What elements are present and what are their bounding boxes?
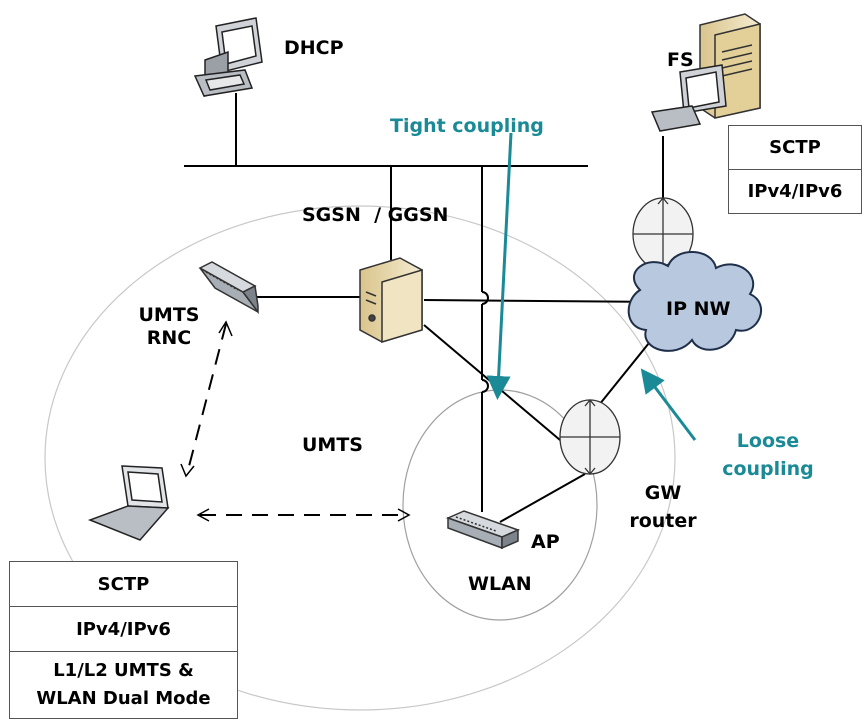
gw-router-label: GW router xyxy=(628,482,698,533)
terminal-stack-l1l2-line1: L1/L2 UMTS & xyxy=(53,660,194,681)
loose-coupling-label-line1: Loose xyxy=(736,430,800,452)
dhcp-label: DHCP xyxy=(284,37,344,59)
umts-rnc-label-line1: UMTS xyxy=(138,304,200,326)
wireless-links xyxy=(186,323,407,516)
umts-rnc-label: UMTS RNC xyxy=(136,304,202,350)
umts-rnc-switch-icon xyxy=(198,261,259,315)
sgsn-ggsn-label: SGSN / GGSN xyxy=(302,204,449,226)
ap-label: AP xyxy=(531,531,560,553)
terminal-stack-l1l2-line2: WLAN Dual Mode xyxy=(36,688,211,709)
terminal-stack-layer-l1l2: L1/L2 UMTS & WLAN Dual Mode xyxy=(9,651,238,719)
fs-label: FS xyxy=(667,49,694,71)
server-protocol-stack: SCTP IPv4/IPv6 xyxy=(728,125,862,214)
umts-label: UMTS xyxy=(302,434,363,456)
fs-computer-icon xyxy=(650,64,727,132)
umts-rnc-label-line2: RNC xyxy=(146,327,192,349)
loose-coupling-label: Loose coupling xyxy=(720,430,816,481)
gw-router-icon xyxy=(559,398,621,476)
server-stack-layer-ip: IPv4/IPv6 xyxy=(728,169,862,214)
umts-coverage-ellipse xyxy=(44,205,676,711)
server-stack-layer-sctp: SCTP xyxy=(728,125,862,170)
terminal-protocol-stack: SCTP IPv4/IPv6 L1/L2 UMTS & WLAN Dual Mo… xyxy=(9,561,238,719)
tight-coupling-label: Tight coupling xyxy=(390,115,544,137)
gw-router-label-line1: GW xyxy=(644,482,682,504)
terminal-stack-layer-ip: IPv4/IPv6 xyxy=(9,606,238,652)
ip-nw-label: IP NW xyxy=(666,298,731,320)
terminal-stack-layer-sctp: SCTP xyxy=(9,561,238,607)
loose-coupling-label-line2: coupling xyxy=(722,458,814,480)
gw-router-label-line2: router xyxy=(629,510,697,532)
wlan-label: WLAN xyxy=(468,573,532,595)
wireless-link-arrowheads xyxy=(180,320,411,522)
loose-coupling-arrow xyxy=(640,368,697,441)
ip-nw-cloud-icon xyxy=(627,251,762,352)
dhcp-computer-icon xyxy=(193,17,263,98)
ap-switch-icon xyxy=(445,510,521,550)
tight-coupling-arrow xyxy=(486,132,513,400)
laptop-icon xyxy=(87,465,170,541)
sgsn-ggsn-server-icon xyxy=(359,257,423,344)
